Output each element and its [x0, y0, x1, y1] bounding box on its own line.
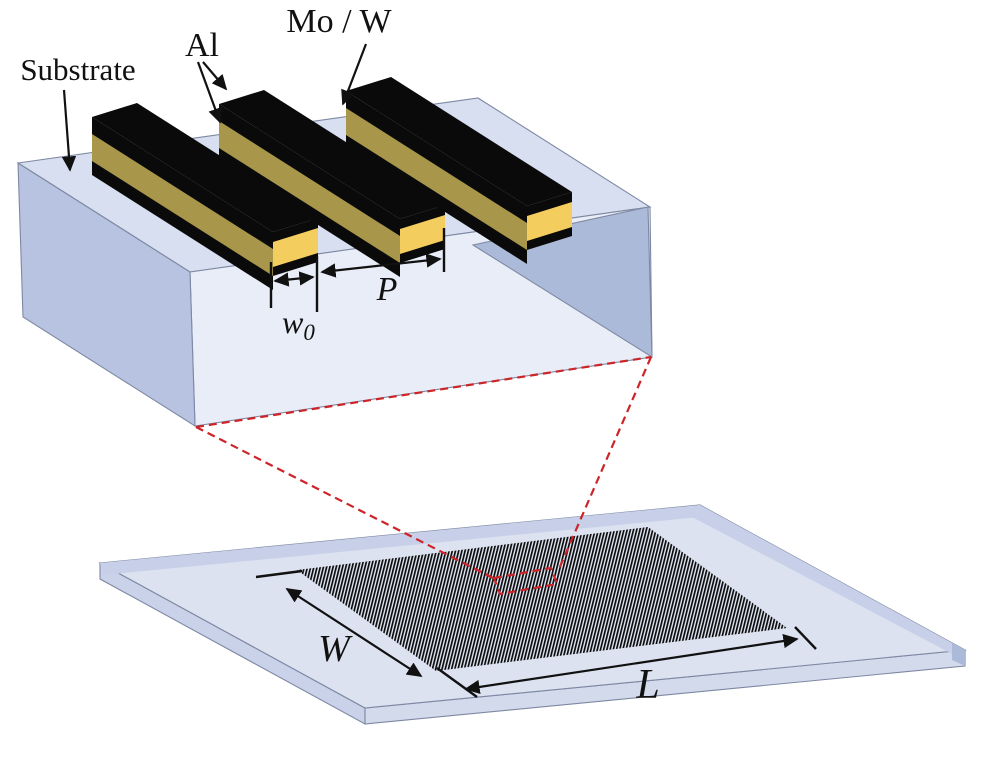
- callout-left-line: [195, 426, 498, 581]
- period-label: P: [376, 271, 398, 308]
- bar-end-bottom-strip: [273, 253, 318, 276]
- bar-end-al-layer: [527, 192, 572, 217]
- bar-end-mo-w-layer: [400, 215, 445, 255]
- chip-dimensions: W L: [255, 569, 817, 708]
- bar-side-al-layer: [92, 117, 273, 249]
- p-dimension-arrow: [320, 253, 442, 278]
- substrate-label: Substrate: [20, 52, 135, 87]
- bar-end-mo-w-layer: [527, 202, 572, 242]
- chip-bevel-back-right: [692, 505, 965, 656]
- callout-bottom-edge: [195, 355, 652, 429]
- mo-w-arrow: [341, 43, 368, 106]
- grating-bar-2: [219, 90, 445, 277]
- w-dimension-arrow: [285, 588, 423, 677]
- grating-bar-3: [346, 77, 572, 264]
- bar-side-shadow: [219, 147, 400, 277]
- bar-end-al-layer: [273, 218, 318, 243]
- w0-dimension-arrow: [273, 271, 315, 287]
- bar-end-al-layer: [400, 205, 445, 230]
- line-width-label: w0: [282, 304, 315, 345]
- chip-bevel-back-left: [100, 505, 700, 575]
- grating-bar-1: [92, 103, 318, 290]
- l-dimension-arrow: [464, 633, 799, 695]
- material-labels: Substrate Al Mo / W: [20, 3, 392, 172]
- mo-w-label: Mo / W: [286, 3, 392, 40]
- chip: [98, 504, 967, 725]
- bar-side-mo-w-layer: [219, 120, 400, 263]
- bar-dimensions: w0 P: [269, 228, 446, 345]
- al-arrow-top-face: [202, 61, 228, 91]
- bar-side-shadow: [92, 160, 273, 290]
- bar-end-bottom-strip: [527, 227, 572, 250]
- bar-top-al-face: [219, 90, 445, 219]
- bar-side-shadow: [346, 134, 527, 264]
- bar-top-al-face: [92, 103, 318, 232]
- al-label: Al: [185, 27, 219, 64]
- grating-length-label: L: [635, 662, 659, 708]
- bar-top-al-face: [346, 77, 572, 206]
- bar-side-mo-w-layer: [92, 133, 273, 276]
- bar-side-al-layer: [219, 104, 400, 236]
- bar-side-mo-w-layer: [346, 107, 527, 250]
- zoom-callout: [195, 355, 653, 596]
- al-arrow-side-face: [196, 61, 223, 124]
- grating-width-label: W: [318, 628, 353, 670]
- substrate-left-face: [17, 161, 196, 428]
- bar-side-al-layer: [346, 91, 527, 223]
- bar-end-mo-w-layer: [273, 228, 318, 268]
- substrate-arrow: [61, 89, 77, 172]
- w-dimension-tick-top: [255, 569, 303, 579]
- chip-corner-facet: [952, 643, 965, 666]
- l-dimension-tick-right: [794, 626, 817, 650]
